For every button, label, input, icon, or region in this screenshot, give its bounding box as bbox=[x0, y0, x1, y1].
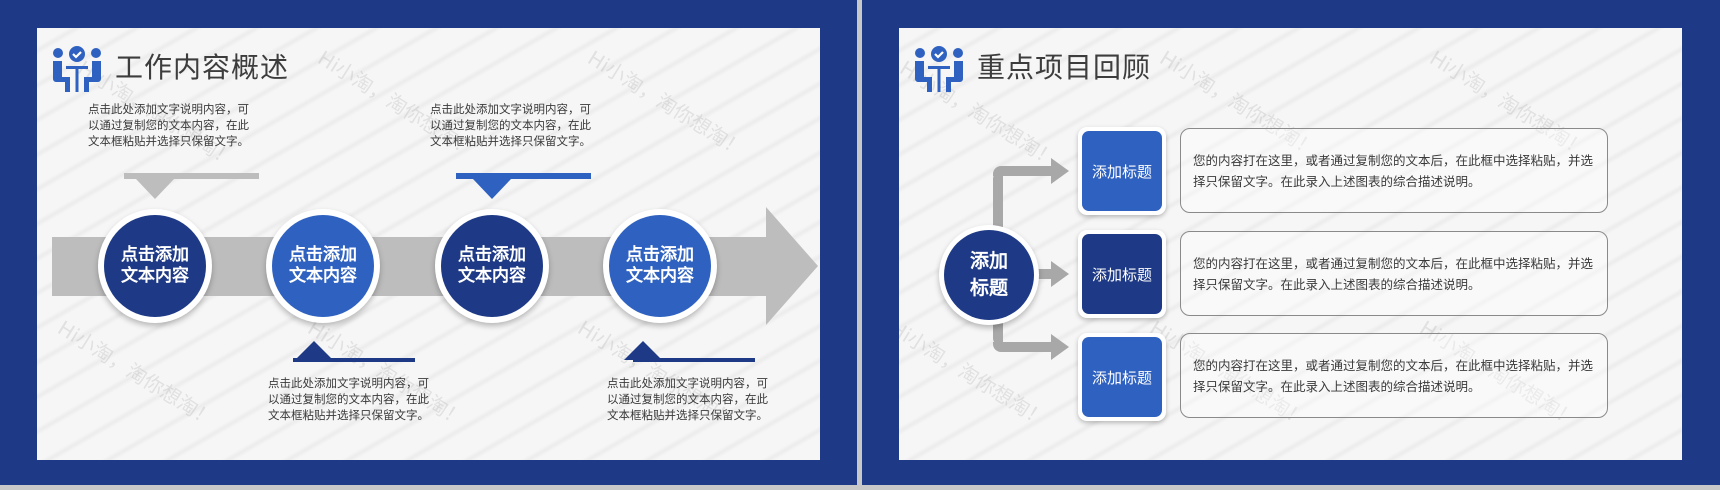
item-3-title: 添加标题 bbox=[1082, 337, 1162, 417]
step-3-note[interactable]: 点击此处添加文字说明内容，可以通过复制您的文本内容，在此文本框粘贴并选择只保留文… bbox=[430, 102, 591, 148]
step-2-circle[interactable]: 点击添加文本内容 bbox=[266, 209, 380, 323]
watermark: Hi小淘，淘你想淘！ bbox=[899, 315, 1052, 432]
connector-middle-arrow bbox=[1051, 261, 1069, 287]
step-4-pointer bbox=[624, 341, 662, 360]
step-4-marker-bar bbox=[633, 358, 755, 362]
step-4-circle[interactable]: 点击添加文本内容 bbox=[603, 209, 717, 323]
item-3-description[interactable]: 您的内容打在这里，或者通过复制您的文本后，在此框中选择粘贴，并选择只保留文字。在… bbox=[1180, 333, 1608, 418]
item-3-description-text: 您的内容打在这里，或者通过复制您的文本后，在此框中选择粘贴，并选择只保留文字。在… bbox=[1193, 357, 1594, 394]
connector-top-arrow bbox=[1051, 158, 1069, 184]
step-1-pointer bbox=[136, 179, 174, 199]
connector-bottom bbox=[993, 342, 1053, 352]
item-1-description-text: 您的内容打在这里，或者通过复制您的文本后，在此框中选择粘贴，并选择只保留文字。在… bbox=[1193, 152, 1594, 189]
step-1-circle[interactable]: 点击添加文本内容 bbox=[98, 209, 212, 323]
connector-top bbox=[993, 166, 1053, 176]
hub-circle[interactable]: 添加标题 bbox=[939, 225, 1039, 325]
step-3-marker-bar bbox=[456, 173, 591, 179]
slide-key-projects-review[interactable]: Hi小淘，淘你想淘！ Hi小淘，淘你想淘！ Hi小淘，淘你想淘！ Hi小淘，淘你… bbox=[862, 0, 1720, 485]
step-2-label: 点击添加文本内容 bbox=[272, 215, 374, 317]
item-1-title-box[interactable]: 添加标题 bbox=[1078, 127, 1166, 215]
item-1-description[interactable]: 您的内容打在这里，或者通过复制您的文本后，在此框中选择粘贴，并选择只保留文字。在… bbox=[1180, 128, 1608, 213]
watermark: Hi小淘，淘你想淘！ bbox=[53, 315, 220, 432]
item-2-description[interactable]: 您的内容打在这里，或者通过复制您的文本后，在此框中选择粘贴，并选择只保留文字。在… bbox=[1180, 231, 1608, 316]
watermark: Hi小淘，淘你想淘！ bbox=[583, 45, 750, 162]
item-1-title: 添加标题 bbox=[1082, 131, 1162, 211]
item-2-description-text: 您的内容打在这里，或者通过复制您的文本后，在此框中选择粘贴，并选择只保留文字。在… bbox=[1193, 255, 1594, 292]
connector-bottom-arrow bbox=[1051, 334, 1069, 360]
step-4-label: 点击添加文本内容 bbox=[609, 215, 711, 317]
step-1-note[interactable]: 点击此处添加文字说明内容，可以通过复制您的文本内容，在此文本框粘贴并选择只保留文… bbox=[88, 102, 249, 148]
team-meeting-check-icon bbox=[53, 46, 101, 92]
step-2-note[interactable]: 点击此处添加文字说明内容，可以通过复制您的文本内容，在此文本框粘贴并选择只保留文… bbox=[268, 376, 429, 422]
step-2-pointer bbox=[295, 341, 333, 360]
item-3-title-box[interactable]: 添加标题 bbox=[1078, 333, 1166, 421]
item-2-title: 添加标题 bbox=[1082, 234, 1162, 314]
slide-content-panel: Hi小淘，淘你想淘！ Hi小淘，淘你想淘！ Hi小淘，淘你想淘！ Hi小淘，淘你… bbox=[37, 28, 820, 460]
item-2-title-box[interactable]: 添加标题 bbox=[1078, 230, 1166, 318]
team-meeting-check-icon bbox=[915, 46, 963, 92]
step-4-note[interactable]: 点击此处添加文字说明内容，可以通过复制您的文本内容，在此文本框粘贴并选择只保留文… bbox=[607, 376, 768, 422]
slide-work-overview[interactable]: Hi小淘，淘你想淘！ Hi小淘，淘你想淘！ Hi小淘，淘你想淘！ Hi小淘，淘你… bbox=[0, 0, 857, 485]
page-title: 工作内容概述 bbox=[115, 51, 290, 84]
step-2-marker-bar bbox=[293, 358, 415, 362]
timeline-arrow-head bbox=[766, 207, 818, 325]
connector-middle bbox=[1029, 269, 1053, 279]
page-title: 重点项目回顾 bbox=[977, 51, 1152, 84]
step-1-label: 点击添加文本内容 bbox=[104, 215, 206, 317]
step-3-label: 点击添加文本内容 bbox=[441, 215, 543, 317]
step-3-pointer bbox=[473, 179, 511, 199]
step-1-marker-bar bbox=[124, 173, 259, 179]
hub-label: 添加标题 bbox=[944, 230, 1034, 320]
slide-content-panel: Hi小淘，淘你想淘！ Hi小淘，淘你想淘！ Hi小淘，淘你想淘！ Hi小淘，淘你… bbox=[899, 28, 1682, 460]
step-3-circle[interactable]: 点击添加文本内容 bbox=[435, 209, 549, 323]
